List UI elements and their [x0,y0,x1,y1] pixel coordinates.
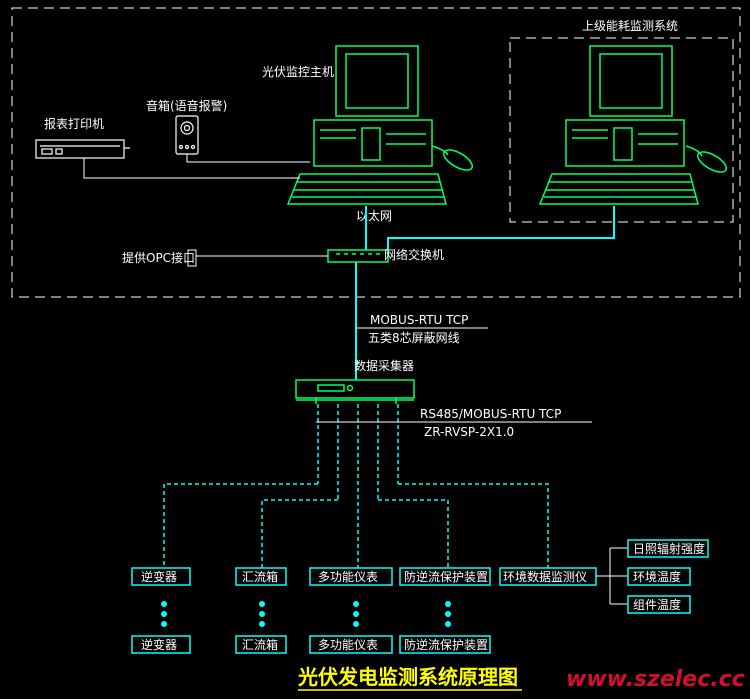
device-top-inverter: 逆变器 [141,569,177,584]
device-bottom-protection: 防逆流保护装置 [404,637,488,652]
upper-to-switch-line [387,206,615,252]
device-routes [163,483,549,568]
upper-system-label: 上级能耗监测系统 [582,19,678,33]
data-collector-icon [295,379,415,404]
cable2-label: ZR-RVSP-2X1.0 [424,425,514,439]
device-bottom-combiner: 汇流箱 [242,637,278,652]
collector-drops [317,404,399,568]
device-bottom-inverter: 逆变器 [141,637,177,652]
device-top-meter: 多功能仪表 [318,570,378,584]
printer-connection [83,158,300,179]
printer-label: 报表打印机 [44,116,104,131]
env-sensor-boxes [627,539,709,614]
protocol2-label: RS485/MOBUS-RTU TCP [420,407,561,421]
printer-icon [35,139,130,159]
upper-system-boundary [509,37,734,223]
system-boundary [11,7,741,298]
env-sensor-links [596,547,628,605]
cable1-label: 五类8芯屏蔽网线 [368,331,460,345]
sensor-irradiance: 日照辐射强度 [633,541,705,556]
device-boxes-bottom [131,635,491,654]
collector-label: 数据采集器 [354,358,414,373]
switch-label: 网络交换机 [384,247,444,262]
device-top-env-monitor: 环境数据监测仪 [503,569,587,584]
upper-system-computer-icon [538,45,728,205]
device-top-protection: 防逆流保护装置 [404,569,488,584]
opc-port-icon [187,249,197,267]
protocol1-label: MOBUS-RTU TCP [370,313,468,327]
host-computer-icon [286,45,474,205]
device-top-combiner: 汇流箱 [242,569,278,584]
speaker-icon [175,115,199,155]
speaker-connection [186,154,310,163]
sensor-module-temp: 组件温度 [633,597,681,612]
ethernet-label: 以太网 [356,208,392,223]
ellipsis-dots [161,601,451,627]
diagram-title: 光伏发电监测系统原理图 [297,665,518,689]
speaker-label: 音箱(语音报警) [146,98,227,113]
host-label: 光伏监控主机 [262,65,334,79]
watermark: www.szelec.cc [566,667,745,692]
opc-label: 提供OPC接口 [122,250,195,265]
network-switch-icon [327,249,389,263]
device-bottom-meter: 多功能仪表 [318,638,378,652]
sensor-ambient-temp: 环境温度 [633,569,681,584]
